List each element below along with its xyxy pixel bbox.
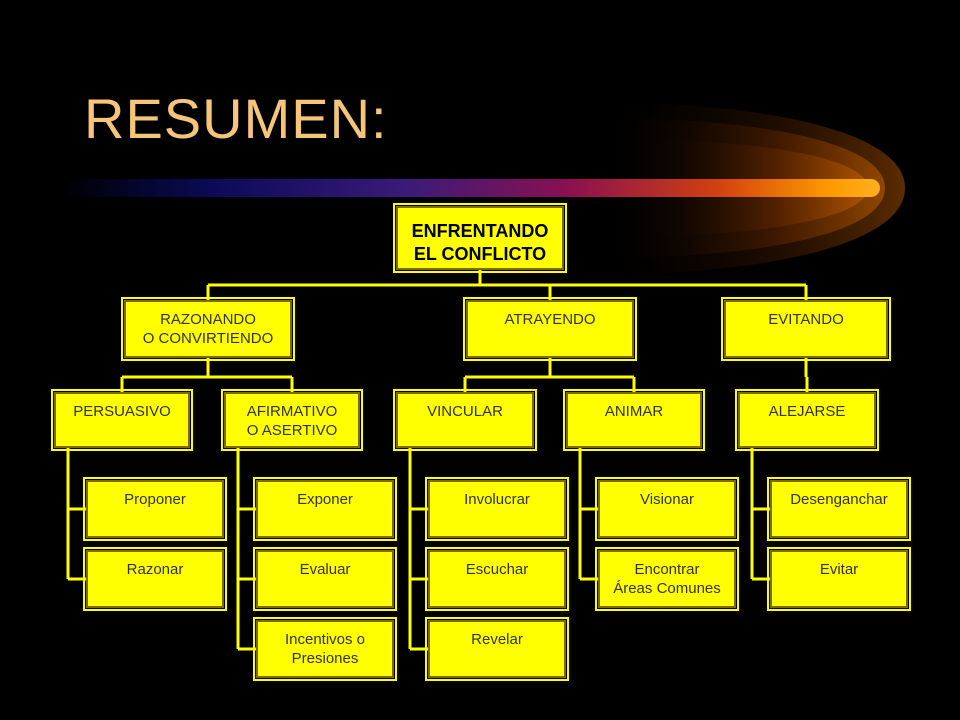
action-box-exponer-label: Exponer bbox=[297, 491, 353, 508]
style-box-vincular-label: VINCULAR bbox=[427, 403, 503, 420]
action-box-encontrar-label: Encontrar Áreas Comunes bbox=[613, 561, 721, 597]
action-box-revelar: Revelar bbox=[425, 617, 569, 681]
action-box-involucrar-label: Involucrar bbox=[464, 491, 530, 508]
action-box-incentivos-o-label: Incentivos o Presiones bbox=[284, 631, 366, 667]
style-box-afirmativo: AFIRMATIVO O ASERTIVO bbox=[221, 389, 363, 451]
root-box-label: ENFRENTANDO EL CONFLICTO bbox=[411, 221, 549, 264]
action-box-exponer: Exponer bbox=[253, 477, 397, 541]
action-box-proponer: Proponer bbox=[83, 477, 227, 541]
action-box-desenganchar-label: Desenganchar bbox=[790, 491, 888, 508]
branch-box-atrayendo-label: ATRAYENDO bbox=[504, 311, 596, 328]
branch-box-razonando-label: RAZONANDO O CONVIRTIENDO bbox=[142, 311, 274, 347]
action-box-visionar-label: Visionar bbox=[640, 491, 694, 508]
action-box-encontrar: Encontrar Áreas Comunes bbox=[595, 547, 739, 611]
root-box: ENFRENTANDO EL CONFLICTO bbox=[393, 203, 567, 273]
comet-beam bbox=[60, 179, 880, 197]
action-box-razonar-label: Razonar bbox=[126, 561, 184, 578]
action-box-evaluar: Evaluar bbox=[253, 547, 397, 611]
branch-box-atrayendo: ATRAYENDO bbox=[463, 297, 637, 361]
action-box-evitar: Evitar bbox=[767, 547, 911, 611]
action-box-visionar: Visionar bbox=[595, 477, 739, 541]
action-box-incentivos-o: Incentivos o Presiones bbox=[253, 617, 397, 681]
action-box-escuchar-label: Escuchar bbox=[465, 561, 529, 578]
style-box-persuasivo-label: PERSUASIVO bbox=[73, 403, 171, 420]
style-box-persuasivo: PERSUASIVO bbox=[51, 389, 193, 451]
action-box-revelar-label: Revelar bbox=[471, 631, 523, 648]
action-box-involucrar: Involucrar bbox=[425, 477, 569, 541]
action-box-evaluar-label: Evaluar bbox=[299, 561, 351, 578]
style-box-animar-label: ANIMAR bbox=[604, 403, 664, 420]
slide-title: RESUMEN: bbox=[84, 87, 388, 150]
action-box-proponer-label: Proponer bbox=[124, 491, 186, 508]
branch-box-razonando: RAZONANDO O CONVIRTIENDO bbox=[121, 297, 295, 361]
action-box-evitar-label: Evitar bbox=[819, 561, 859, 578]
action-box-escuchar: Escuchar bbox=[425, 547, 569, 611]
style-box-alejarse-label: ALEJARSE bbox=[768, 403, 846, 420]
action-box-razonar: Razonar bbox=[83, 547, 227, 611]
style-box-animar: ANIMAR bbox=[563, 389, 705, 451]
style-box-vincular: VINCULAR bbox=[393, 389, 537, 451]
action-box-desenganchar: Desenganchar bbox=[767, 477, 911, 541]
branch-box-evitando-label: EVITANDO bbox=[768, 311, 844, 328]
style-box-alejarse: ALEJARSE bbox=[735, 389, 879, 451]
style-box-afirmativo-label: AFIRMATIVO O ASERTIVO bbox=[246, 403, 338, 439]
branch-box-evitando: EVITANDO bbox=[721, 297, 891, 361]
